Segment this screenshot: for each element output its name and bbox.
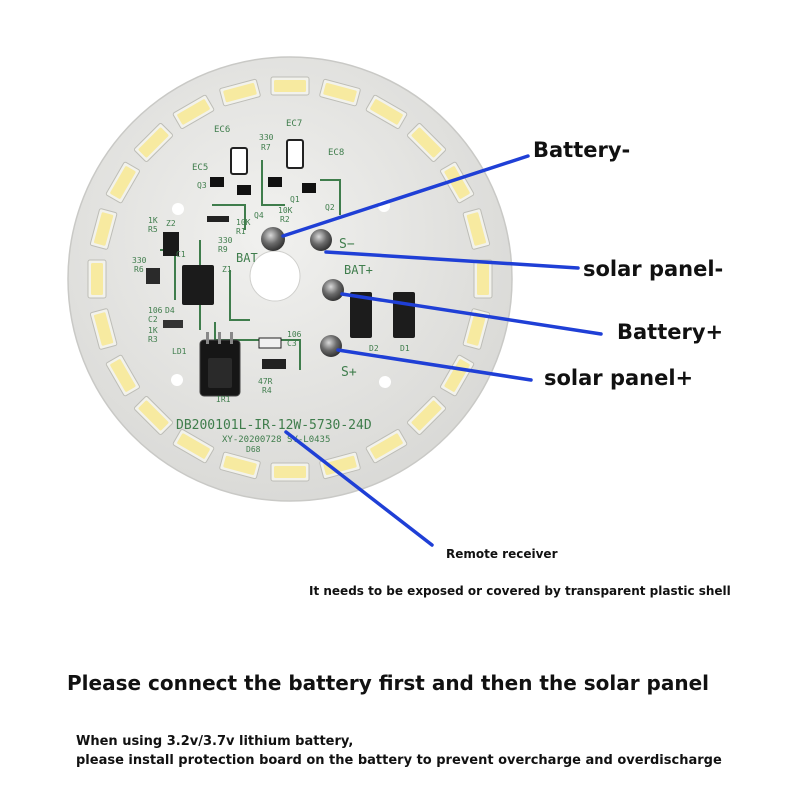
svg-text:EC6: EC6 [214,125,230,135]
callout-remote-receiver: Remote receiver [446,547,558,561]
svg-text:330: 330 [132,256,147,265]
led-chip [270,76,310,96]
callout-solar-panel-minus: solar panel- [583,257,724,281]
svg-text:R3: R3 [148,335,158,344]
svg-text:106: 106 [287,330,302,339]
receiver-note: It needs to be exposed or covered by tra… [309,584,731,598]
svg-text:DB200101L-IR-12W-5730-24D: DB200101L-IR-12W-5730-24D [176,418,372,433]
center-hole [249,250,301,302]
led-chip [219,78,261,107]
pointer-battery-plus [340,292,603,336]
led-chip [89,308,118,350]
pad-battery-plus [322,279,344,301]
pointer-solar-minus [324,250,580,270]
svg-text:330: 330 [218,236,233,245]
svg-text:S−: S− [339,237,355,252]
led-chip [219,451,261,480]
svg-text:Q3: Q3 [197,181,207,190]
led-chip [105,354,140,397]
led-chip [473,259,493,299]
svg-text:R6: R6 [134,265,144,274]
svg-text:XY-20200728 SY-L0435: XY-20200728 SY-L0435 [222,435,330,445]
mount-hole [171,374,183,386]
svg-text:D4: D4 [165,306,175,315]
svg-text:R4: R4 [262,386,272,395]
svg-text:Z2: Z2 [166,219,176,228]
svg-text:BAT+: BAT+ [344,263,373,277]
led-chip [172,429,215,464]
svg-text:R9: R9 [218,245,228,254]
led-chip [134,123,173,162]
led-chip [407,123,446,162]
led-chip [270,462,310,482]
svg-text:BAT: BAT [236,251,258,265]
led-chip [440,354,475,397]
led-chip [87,259,107,299]
led-chip [105,161,140,204]
led-ring [87,76,493,482]
svg-text:Q4: Q4 [254,211,264,220]
led-chip [407,396,446,435]
led-chip [462,208,491,250]
pointer-solar-plus [336,348,533,382]
mount-hole [379,376,391,388]
led-chip [365,429,408,464]
svg-text:R2: R2 [280,215,290,224]
svg-text:D2: D2 [369,344,379,353]
svg-text:106: 106 [148,306,163,315]
led-chip [365,94,408,129]
svg-text:10K: 10K [236,218,251,227]
components [146,139,415,369]
callout-battery-plus: Battery+ [617,320,724,344]
led-chip [89,208,118,250]
svg-text:EC8: EC8 [328,148,344,158]
battery-note-line-2: please install protection board on the b… [76,753,722,768]
silkscreen-text: EC6 EC7 EC5 EC8 330 R7 Q3 Q4 10K R1 Q1 1… [132,119,410,454]
svg-text:IR1: IR1 [216,395,231,404]
svg-text:330: 330 [259,133,274,142]
mount-hole [172,203,184,215]
svg-text:S+: S+ [341,365,357,380]
battery-note-line-1: When using 3.2v/3.7v lithium battery, [76,734,354,749]
svg-text:LD1: LD1 [172,347,187,356]
svg-text:D1: D1 [400,344,410,353]
svg-text:1K: 1K [148,216,158,225]
callout-lines [281,154,603,547]
pointer-battery-minus [281,154,530,238]
svg-text:Q1: Q1 [290,195,300,204]
led-chip [172,94,215,129]
svg-text:47R: 47R [258,377,273,386]
svg-text:R5: R5 [148,225,158,234]
svg-text:Q2: Q2 [325,203,335,212]
svg-text:Z1: Z1 [222,265,232,274]
svg-text:10K: 10K [278,206,293,215]
pad-solar-minus [310,229,332,251]
led-chip [462,308,491,350]
led-chip [319,78,361,107]
svg-text:C3: C3 [287,339,297,348]
svg-text:1K: 1K [148,326,158,335]
connection-order-heading: Please connect the battery first and the… [67,671,710,695]
led-chip [134,396,173,435]
pointer-remote-receiver [284,430,434,547]
pad-battery-minus [261,227,285,251]
ir-receiver [199,332,241,397]
svg-text:C1: C1 [176,250,186,259]
svg-text:R1: R1 [236,227,246,236]
callout-battery-minus: Battery- [533,138,631,162]
svg-text:EC7: EC7 [286,119,302,129]
pad-solar-plus [320,335,342,357]
svg-text:D68: D68 [246,445,261,454]
callout-solar-panel-plus: solar panel+ [544,366,694,390]
svg-text:R7: R7 [261,143,271,152]
svg-text:C2: C2 [148,315,158,324]
svg-text:EC5: EC5 [192,163,208,173]
